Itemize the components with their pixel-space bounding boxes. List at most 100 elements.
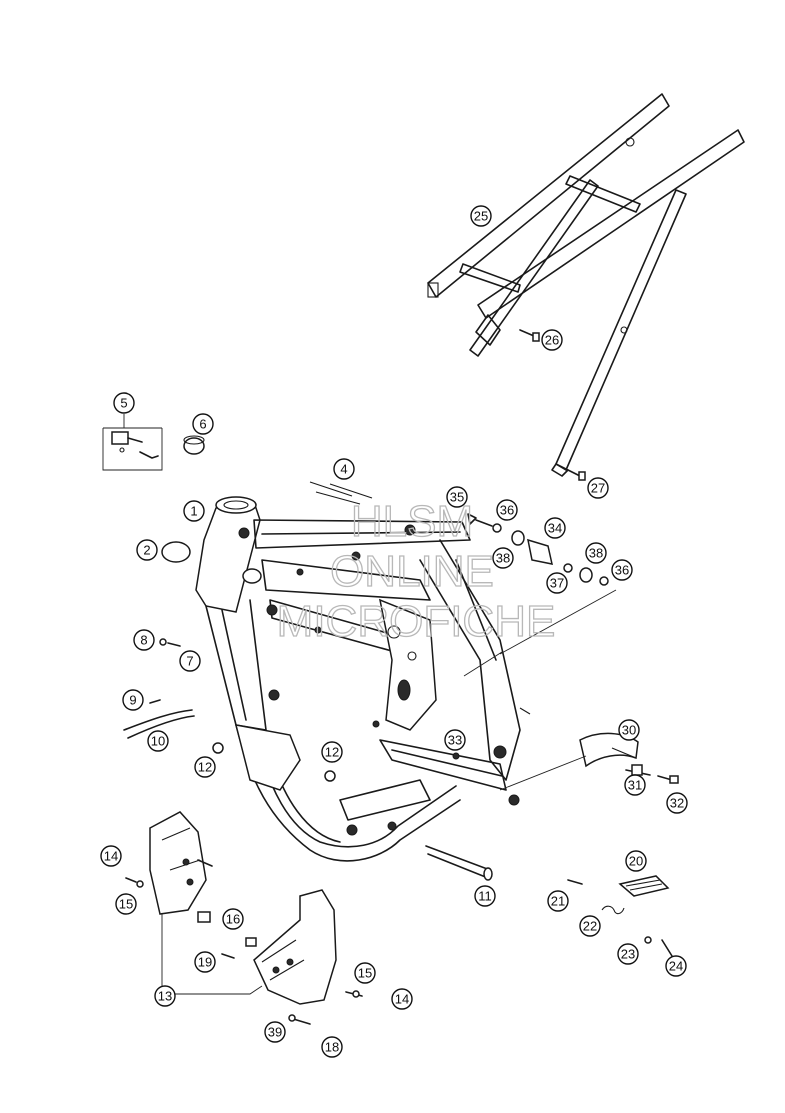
- rivets-4: [309, 481, 373, 505]
- svg-text:11: 11: [478, 889, 492, 904]
- svg-text:7: 7: [186, 654, 193, 669]
- svg-text:14: 14: [395, 992, 409, 1007]
- svg-text:10: 10: [151, 734, 165, 749]
- footpeg-20: [618, 875, 670, 897]
- watermark-line2: ONLINE: [330, 547, 494, 596]
- callout-34: 34: [544, 517, 566, 539]
- callout-14-right: 14: [391, 988, 413, 1010]
- svg-text:38: 38: [589, 546, 603, 561]
- cotter-pin-24: [661, 939, 673, 957]
- callout-2: 2: [136, 539, 158, 561]
- callout-25: 25: [470, 205, 492, 227]
- callout-38-upper: 38: [492, 547, 514, 569]
- svg-text:38: 38: [496, 551, 510, 566]
- callout-15-left: 15: [115, 893, 137, 915]
- svg-text:27: 27: [591, 481, 605, 496]
- svg-text:6: 6: [199, 417, 206, 432]
- callout-22: 22: [579, 915, 601, 937]
- washer-12-left: [212, 742, 224, 754]
- svg-text:18: 18: [325, 1040, 339, 1055]
- svg-text:9: 9: [129, 693, 136, 708]
- callout-27: 27: [587, 477, 609, 499]
- callout-1: 1: [183, 500, 205, 522]
- spacer-16: [197, 911, 211, 923]
- callout-12-right: 12: [321, 741, 343, 763]
- svg-text:20: 20: [629, 854, 643, 869]
- callout-4: 4: [333, 458, 355, 480]
- callout-20: 20: [625, 850, 647, 872]
- cap-6: [183, 435, 205, 455]
- svg-text:25: 25: [474, 209, 488, 224]
- svg-text:32: 32: [670, 796, 684, 811]
- washer-12-right: [324, 770, 336, 782]
- callout-21: 21: [547, 890, 569, 912]
- callout-16: 16: [222, 908, 244, 930]
- watermark: HLSM ONLINE MICROFICHE: [276, 496, 556, 646]
- radiator-guard-right: [221, 889, 363, 1025]
- callout-24: 24: [665, 955, 687, 977]
- callout-5: 5: [113, 392, 135, 414]
- svg-text:2: 2: [143, 543, 150, 558]
- svg-text:23: 23: [621, 947, 635, 962]
- callout-13: 13: [154, 985, 176, 1007]
- svg-text:31: 31: [628, 778, 642, 793]
- svg-text:36: 36: [615, 563, 629, 578]
- svg-text:35: 35: [450, 490, 464, 505]
- lock-set-5: [102, 414, 163, 471]
- radiator-guard-left: [125, 811, 213, 915]
- callout-38-lower: 38: [585, 542, 607, 564]
- hose-10: [123, 709, 195, 739]
- svg-text:22: 22: [583, 919, 597, 934]
- callout-12-left: 12: [194, 756, 216, 778]
- svg-text:12: 12: [325, 745, 339, 760]
- callout-36-lower: 36: [611, 559, 633, 581]
- callout-15-right: 15: [354, 962, 376, 984]
- bolt-7-8: [159, 638, 181, 647]
- svg-text:24: 24: [669, 959, 683, 974]
- callout-32: 32: [666, 792, 688, 814]
- callout-18: 18: [321, 1036, 343, 1058]
- chain-guard-30: [579, 732, 639, 768]
- callout-9: 9: [122, 689, 144, 711]
- spring-22: [601, 905, 625, 915]
- pin-21: [567, 879, 583, 885]
- callout-35: 35: [446, 486, 468, 508]
- callout-6: 6: [192, 413, 214, 435]
- svg-text:15: 15: [119, 897, 133, 912]
- callout-14-left: 14: [100, 845, 122, 867]
- svg-text:4: 4: [340, 462, 347, 477]
- callout-39: 39: [264, 1021, 286, 1043]
- svg-text:5: 5: [120, 396, 127, 411]
- callout-33: 33: [444, 729, 466, 751]
- svg-text:37: 37: [550, 576, 564, 591]
- svg-text:16: 16: [226, 912, 240, 927]
- svg-text:21: 21: [551, 894, 565, 909]
- svg-text:12: 12: [198, 760, 212, 775]
- svg-text:1: 1: [190, 504, 197, 519]
- bolt-27: [567, 469, 586, 481]
- bolt-31-32: [625, 764, 679, 784]
- svg-text:8: 8: [140, 633, 147, 648]
- shock-mount-hardware: [463, 513, 617, 677]
- callout-36-upper: 36: [496, 499, 518, 521]
- callout-37: 37: [546, 572, 568, 594]
- callout-8: 8: [133, 629, 155, 651]
- screw-9: [149, 699, 161, 704]
- svg-text:34: 34: [548, 521, 562, 536]
- svg-text:15: 15: [358, 966, 372, 981]
- main-frame: [195, 496, 531, 862]
- callout-26: 26: [541, 329, 563, 351]
- svg-text:33: 33: [448, 733, 462, 748]
- bolt-26: [519, 329, 540, 342]
- svg-text:39: 39: [268, 1025, 282, 1040]
- callout-7: 7: [179, 650, 201, 672]
- svg-text:13: 13: [158, 989, 172, 1004]
- leader-30: [499, 755, 587, 791]
- svg-text:36: 36: [500, 503, 514, 518]
- svg-text:19: 19: [198, 955, 212, 970]
- watermark-line3: MICROFICHE: [277, 597, 556, 646]
- cap-2: [161, 541, 191, 563]
- washer-23: [644, 936, 652, 944]
- callout-11: 11: [474, 885, 496, 907]
